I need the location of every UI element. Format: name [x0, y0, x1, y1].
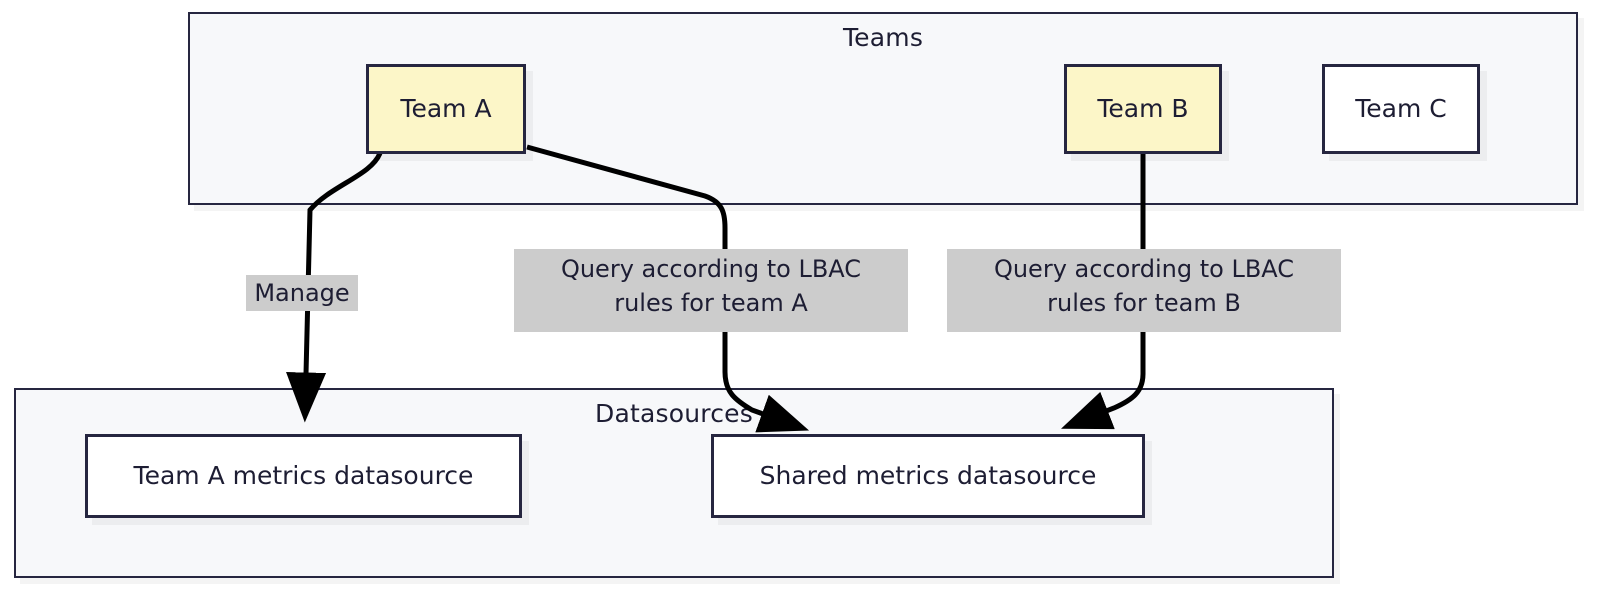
node-shared-datasource-label: Shared metrics datasource: [759, 461, 1097, 490]
node-team-c[interactable]: Team C: [1322, 64, 1480, 154]
node-team-c-label: Team C: [1355, 94, 1447, 123]
node-team-a[interactable]: Team A: [366, 64, 526, 154]
cluster-teams-title: Teams: [842, 23, 924, 52]
edge-label-team-b-query: Query according to LBAC rules for team B: [947, 249, 1341, 332]
node-team-a-datasource[interactable]: Team A metrics datasource: [85, 434, 522, 518]
cluster-datasources-title: Datasources: [595, 399, 753, 428]
edge-label-team-a-query: Query according to LBAC rules for team A: [514, 249, 908, 332]
node-shared-datasource[interactable]: Shared metrics datasource: [711, 434, 1145, 518]
node-team-b[interactable]: Team B: [1064, 64, 1222, 154]
node-team-a-datasource-label: Team A metrics datasource: [133, 461, 474, 490]
edge-label-manage: Manage: [246, 275, 358, 311]
node-team-b-label: Team B: [1097, 94, 1189, 123]
node-team-a-label: Team A: [400, 94, 492, 123]
